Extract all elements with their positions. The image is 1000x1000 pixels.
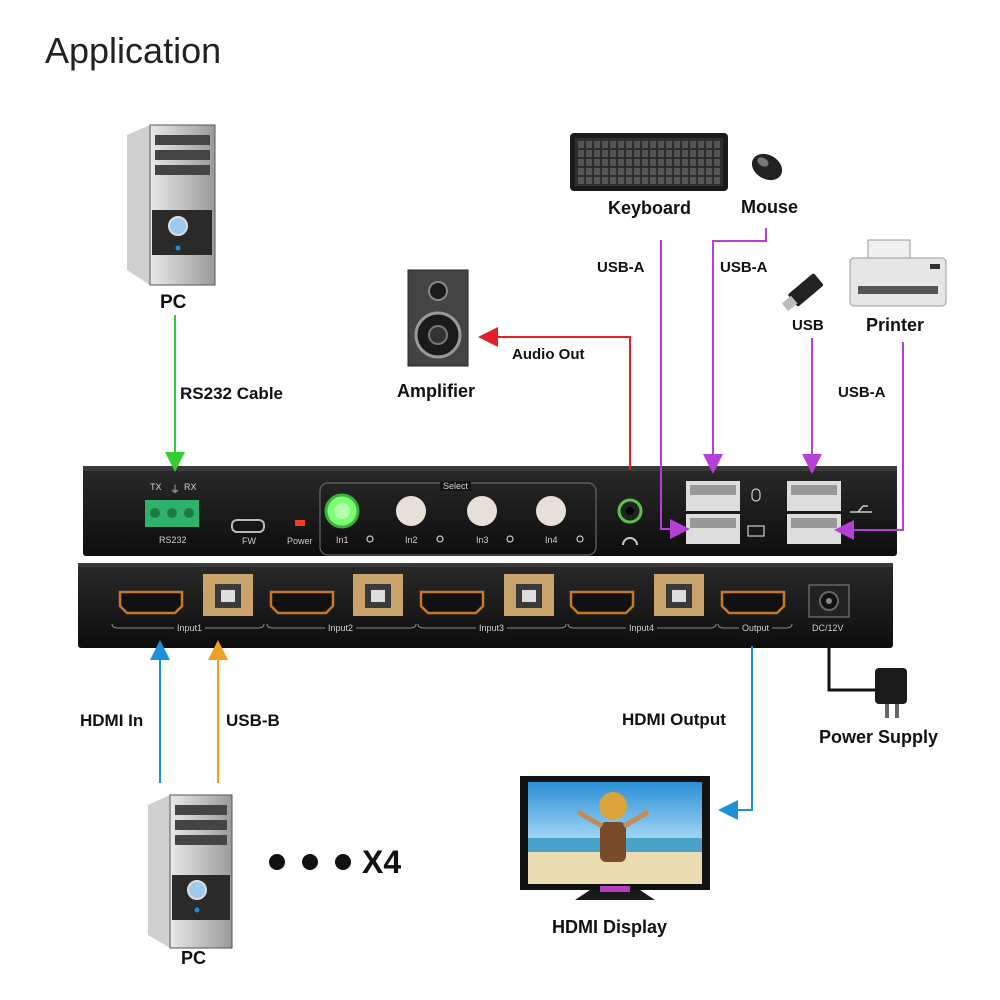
- amplifier-speaker-icon: [407, 269, 469, 367]
- in4-label: In4: [545, 535, 558, 545]
- printer-usb-line: [834, 342, 904, 540]
- power-supply-label: Power Supply: [819, 727, 939, 747]
- usb-a-ports-left: [686, 481, 740, 544]
- input4-label: Input4: [626, 623, 658, 633]
- input-2-button[interactable]: [396, 496, 426, 526]
- mouse-label: Mouse: [741, 197, 799, 217]
- audio-out-line: [478, 327, 631, 470]
- input1-label: Input1: [174, 623, 206, 633]
- pc-top-label: PC: [160, 292, 187, 313]
- select-label: Select: [440, 481, 472, 491]
- hdmi-output-line: [718, 646, 753, 820]
- keyboard-usb-line: [660, 240, 690, 539]
- usb-b-port-core: [371, 590, 385, 602]
- hdmi-output-label: HDMI Output: [622, 710, 726, 729]
- keyboard-icon: [570, 133, 728, 191]
- input-3-button[interactable]: [467, 496, 497, 526]
- usb-b-label: USB-B: [226, 711, 280, 730]
- hdmi-input-port: [269, 590, 335, 615]
- mouse-port-icon: [751, 488, 761, 502]
- in3-label: In3: [476, 535, 489, 545]
- hdmi-display-icon: [520, 776, 710, 900]
- page-title: Application: [45, 30, 222, 71]
- brightness-icon: [506, 535, 514, 543]
- power-cable: [827, 640, 875, 692]
- usb-symbol-icon: [850, 505, 872, 513]
- usb-a-printer-label: USB-A: [838, 384, 886, 401]
- rs232-label: RS232: [159, 535, 187, 545]
- mouse-usb-line: [703, 228, 767, 474]
- rs232-rx-label: RX: [184, 482, 197, 492]
- keyboard-label: Keyboard: [608, 198, 692, 218]
- input2-label: Input2: [325, 623, 357, 633]
- hdmi-in-label: HDMI In: [80, 711, 144, 730]
- in1-label: In1: [336, 535, 349, 545]
- printer-label: Printer: [866, 315, 925, 335]
- input3-label: Input3: [476, 623, 508, 633]
- fw-port: [231, 519, 265, 533]
- pc-top-icon: [127, 124, 216, 286]
- power-label: Power: [287, 536, 313, 546]
- usb-drive-icon: [781, 273, 824, 312]
- multiplier-label: X4: [362, 844, 402, 880]
- audio-out-label: Audio Out: [512, 346, 585, 363]
- hdmi-input-port: [569, 590, 635, 615]
- amplifier-label: Amplifier: [397, 381, 476, 401]
- headphone-icon: [622, 537, 638, 546]
- usb-a-mouse-label: USB-A: [720, 259, 768, 276]
- pc-bottom-label: PC: [181, 948, 207, 968]
- output-label: Output: [739, 623, 773, 633]
- usb-b-port-core: [672, 590, 686, 602]
- rs232-cable-label: RS232 Cable: [180, 384, 283, 403]
- usb-drive-label: USB: [792, 317, 824, 334]
- printer-icon: [849, 239, 947, 307]
- hdmi-display-label: HDMI Display: [552, 917, 668, 937]
- in2-label: In2: [405, 535, 418, 545]
- usb-a-ports-right: [787, 481, 841, 544]
- keyboard-port-icon: [747, 525, 765, 537]
- switch-front-panel: [83, 466, 897, 556]
- usb-b-port-core: [522, 590, 536, 602]
- brightness-icon: [576, 535, 584, 543]
- power-adapter-icon: [875, 668, 907, 718]
- hdmi-output-port: [720, 590, 786, 615]
- brightness-icon: [436, 535, 444, 543]
- dc-jack: [808, 584, 850, 618]
- power-led: [295, 520, 305, 526]
- usb-a-keyboard-label: USB-A: [597, 259, 645, 276]
- fw-label: FW: [242, 536, 256, 546]
- rs232-terminal: [145, 500, 199, 527]
- input-4-button[interactable]: [536, 496, 566, 526]
- hdmi-input-port: [419, 590, 485, 615]
- usb-b-port-core: [221, 590, 235, 602]
- switch-rear-panel: [78, 563, 893, 648]
- brightness-icon: [366, 535, 374, 543]
- hdmi-input-port: [118, 590, 184, 615]
- ellipsis-dots: [269, 854, 351, 870]
- mouse-icon: [751, 153, 783, 181]
- dc-label: DC/12V: [812, 623, 844, 633]
- rs232-tx-label: TX: [150, 482, 162, 492]
- ground-icon: ⏚: [170, 485, 180, 496]
- pc-bottom-icon: [148, 794, 233, 949]
